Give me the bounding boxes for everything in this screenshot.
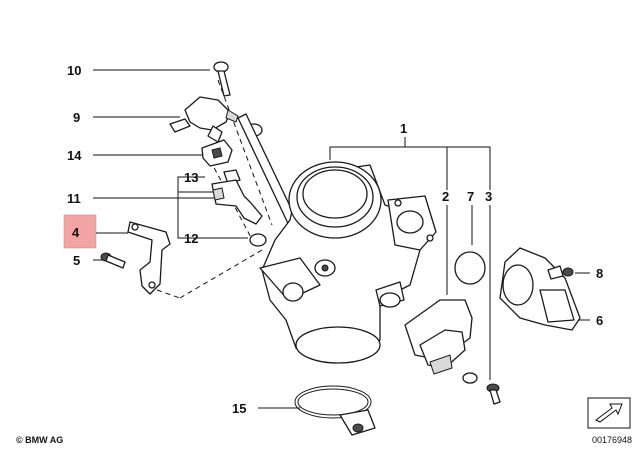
throttle-body bbox=[259, 161, 437, 364]
part-9-connector bbox=[169, 96, 239, 143]
part-3-screw bbox=[486, 383, 501, 405]
callout-6: 6 bbox=[596, 313, 603, 328]
diagram-number: 00176948 bbox=[592, 435, 632, 445]
callout-2: 2 bbox=[442, 189, 449, 204]
leader-lines bbox=[93, 69, 590, 409]
part-4-bracket bbox=[127, 221, 171, 295]
part-6-idle-valve bbox=[499, 247, 581, 331]
part-12-o-ring bbox=[249, 233, 267, 247]
part-14-clip bbox=[201, 139, 233, 167]
callout-1: 1 bbox=[400, 121, 407, 136]
part-10-screw bbox=[213, 61, 231, 97]
direction-arrow-icon bbox=[587, 397, 631, 429]
callout-labels: 10 9 14 13 11 4 12 5 1 2 7 3 8 6 15 bbox=[67, 63, 603, 416]
callout-4: 4 bbox=[72, 225, 80, 240]
callout-10: 10 bbox=[67, 63, 81, 78]
callout-12: 12 bbox=[184, 231, 198, 246]
part-5-bolt bbox=[100, 252, 126, 269]
brand-copyright: © BMW AG bbox=[16, 435, 63, 445]
callout-9: 9 bbox=[73, 110, 80, 125]
part-15-hose-clamp bbox=[294, 385, 376, 436]
part-2-sensor bbox=[404, 299, 478, 384]
callout-7: 7 bbox=[467, 189, 474, 204]
callout-15: 15 bbox=[232, 401, 246, 416]
callout-13: 13 bbox=[184, 170, 198, 185]
part-11-injector bbox=[211, 169, 263, 225]
callout-14: 14 bbox=[67, 148, 82, 163]
callout-11: 11 bbox=[67, 191, 81, 206]
part-8-screw bbox=[547, 265, 574, 280]
callout-3: 3 bbox=[485, 189, 492, 204]
part-7-o-ring bbox=[454, 251, 486, 285]
callout-5: 5 bbox=[73, 253, 80, 268]
highlight-box bbox=[63, 214, 97, 249]
callout-8: 8 bbox=[596, 266, 603, 281]
